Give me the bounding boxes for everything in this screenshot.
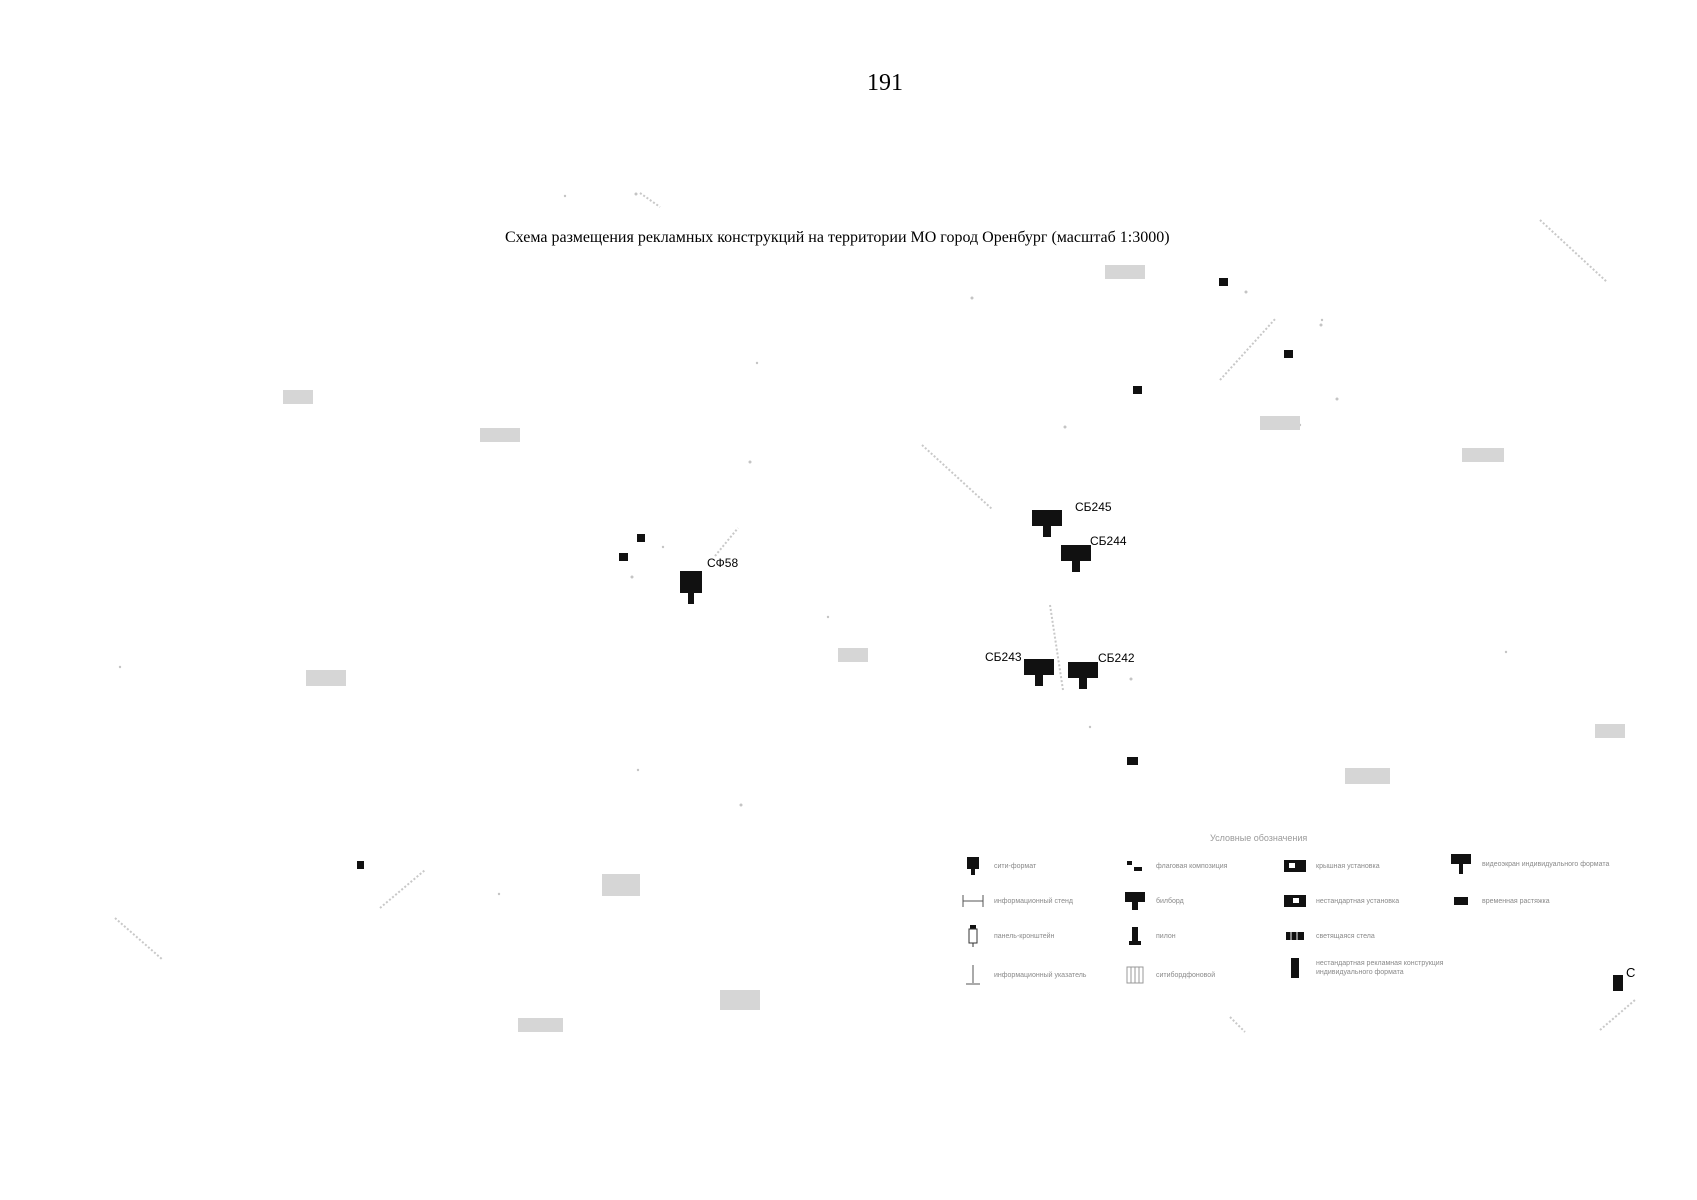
temporary-banner-icon (1448, 890, 1474, 912)
edge-marker (1613, 975, 1623, 991)
city-format-icon (960, 855, 986, 877)
marker-sb242[interactable]: СБ242 (1068, 651, 1135, 689)
transparent-banner-icon (1282, 925, 1308, 947)
legend-item-nonstandard: нестандартная установка (1282, 890, 1399, 912)
bracket-panel-icon (960, 925, 986, 947)
legend-item-pointer: информационный указатель (960, 964, 1086, 986)
small-square-icon (357, 861, 364, 869)
citiboard-icon (1122, 964, 1148, 986)
minor-symbols (357, 278, 1293, 869)
faint-blocks (283, 265, 1625, 1032)
padlock-icon (1284, 350, 1293, 358)
legend-title: Условные обозначения (1210, 833, 1308, 843)
marker-sb245[interactable]: СБ245 (1032, 500, 1112, 537)
legend-item-roof: крышная установка (1282, 855, 1380, 877)
info-pointer-icon (960, 964, 986, 986)
marker-label-sb245: СБ245 (1075, 500, 1112, 514)
legend-item-individual: нестандартная рекламная конструкция инди… (1282, 957, 1446, 979)
legend-item-temporary: временная растяжка (1448, 890, 1550, 912)
legend: Условные обозначения сити-формат флагова… (960, 833, 1620, 1013)
padlock-icon (1127, 757, 1138, 765)
page-number: 191 (867, 70, 903, 96)
legend-item-pylon: пилон (1122, 925, 1176, 947)
legend-item-citiboard: ситибордфоновой (1122, 964, 1215, 986)
edge-label: С (1626, 965, 1636, 980)
marker-label-sb242: СБ242 (1098, 651, 1135, 665)
padlock-icon (619, 553, 628, 561)
video-screen-icon (1448, 853, 1474, 875)
pylon-icon (1122, 925, 1148, 947)
legend-item-video: видеоэкран индивидуального формата (1448, 853, 1609, 875)
padlock-icon (1133, 386, 1142, 394)
faint-background (118, 192, 1508, 896)
flag-composition-icon (1122, 855, 1148, 877)
marker-label-sf58: СФ58 (707, 556, 738, 570)
legend-item-flag: флаговая композиция (1122, 855, 1227, 877)
padlock-icon (1219, 278, 1228, 286)
roof-installation-icon (1282, 855, 1308, 877)
info-stand-icon (960, 890, 986, 912)
nonstandard-installation-icon (1282, 890, 1308, 912)
legend-item-stela: светящаяся стела (1282, 925, 1375, 947)
marker-sb243[interactable]: СБ243 (985, 650, 1054, 686)
marker-label-sb244: СБ244 (1090, 534, 1127, 548)
marker-label-sb243: СБ243 (985, 650, 1022, 664)
legend-item-info-stand: информационный стенд (960, 890, 1073, 912)
legend-item-city-format: сити-формат (960, 855, 1036, 877)
marker-sf58[interactable]: СФ58 (680, 556, 738, 604)
legend-item-billboard: билборд (1122, 890, 1184, 912)
map-title: Схема размещения рекламных конструкций н… (505, 229, 1170, 246)
faint-street-labels (114, 192, 1636, 1033)
small-square-icon (637, 534, 645, 542)
billboard-icon (1122, 890, 1148, 912)
legend-item-bracket: панель-кронштейн (960, 925, 1054, 947)
individual-format-icon (1282, 957, 1308, 979)
marker-sb244[interactable]: СБ244 (1061, 534, 1127, 572)
